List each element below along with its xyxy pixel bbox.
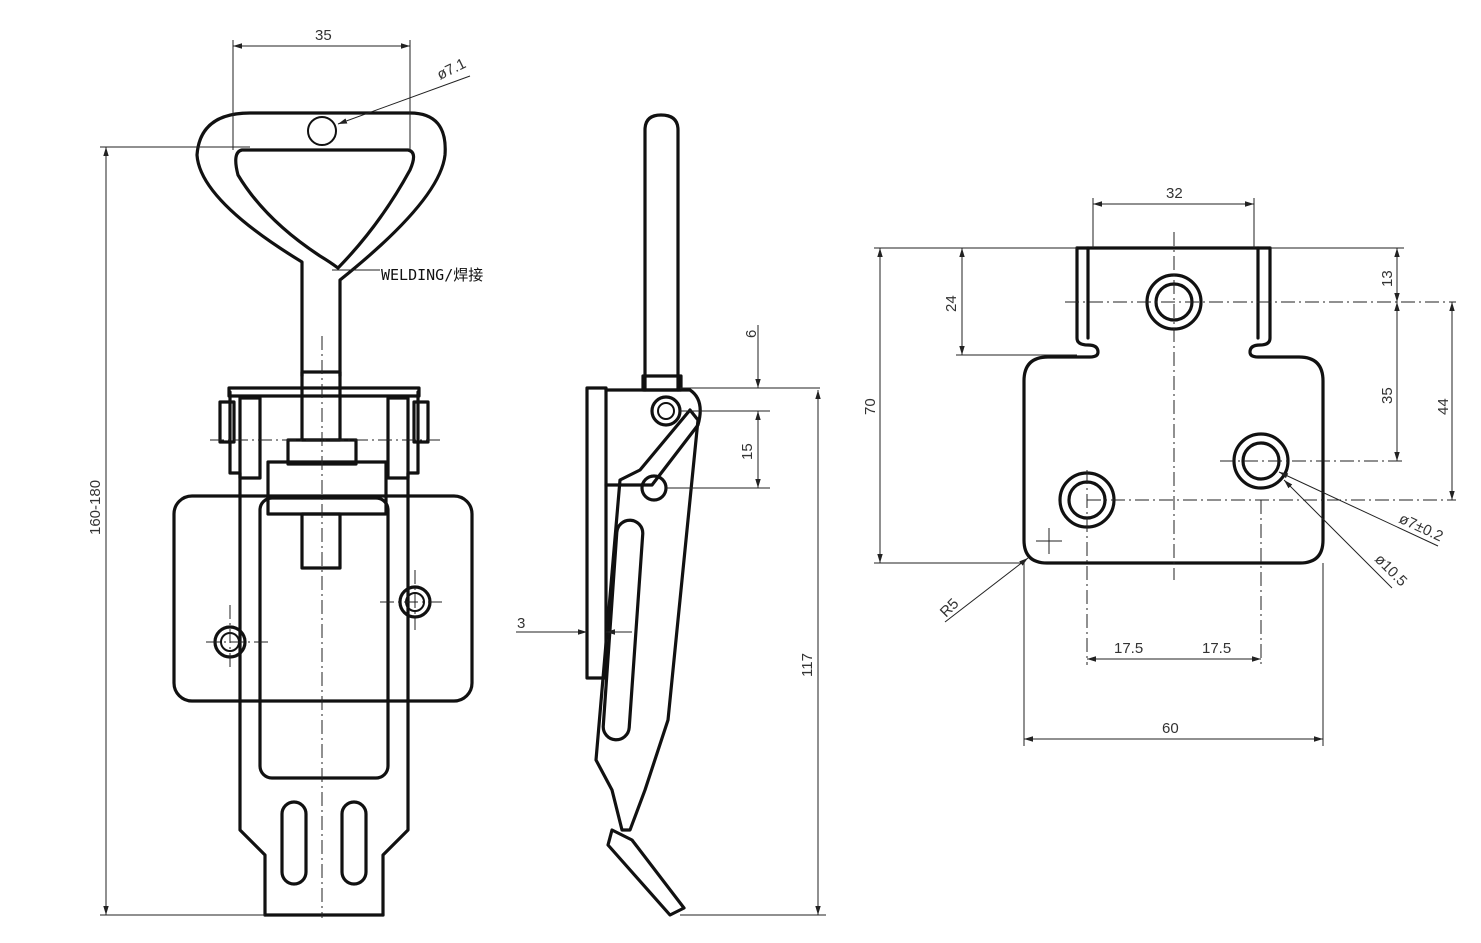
body-right (381, 390, 420, 917)
dim-handle-width: 35 (315, 27, 332, 44)
dim-handle-hole: ø7.1 (434, 55, 468, 83)
dim-hole-leader (337, 75, 471, 125)
dim-top-offset: 6 (743, 330, 760, 338)
side-base-plate (585, 386, 608, 680)
dim-hole-small-leader (1278, 471, 1439, 547)
hook-body (258, 496, 390, 780)
handle-hole (307, 116, 337, 146)
side-pivot-top-inner (657, 402, 675, 420)
keeper-centerline-left (1086, 470, 1456, 665)
inner-plate-right (386, 396, 410, 480)
dim-60-ext (1023, 563, 1324, 746)
dim-hole-from-top: 13 (1379, 270, 1396, 287)
frame-outer (227, 386, 421, 398)
dim-hole-large: ø10.5 (1371, 551, 1410, 590)
base-plate (172, 494, 474, 703)
bolt-end (300, 512, 342, 570)
side-tab-right (412, 400, 430, 444)
dim-keeper-height: 70 (862, 398, 879, 415)
side-hook-tip (606, 828, 686, 917)
dim-slot-depth: 24 (943, 295, 960, 312)
dim-hole-spacing-v: 35 (1379, 387, 1396, 404)
keeper-centerline-right (1220, 460, 1402, 665)
dim-6-ext (680, 387, 820, 412)
dim-total-height-ext (100, 146, 265, 916)
block (266, 460, 388, 516)
dim-hole-height: 44 (1435, 398, 1452, 415)
dim-slot-spacing: 32 (1166, 185, 1183, 202)
side-pivot-bottom (640, 474, 668, 502)
dim-corner-radius: R5 (937, 595, 963, 621)
shaft (300, 370, 342, 442)
dim-32-ext (1092, 198, 1255, 248)
side-tab-left (218, 400, 236, 444)
handle-loop-inner (234, 148, 416, 270)
slot-right (340, 800, 368, 886)
body-left (228, 390, 267, 917)
welding-note: WELDING/焊接 (381, 266, 483, 284)
dim-plate-thickness: 3 (517, 615, 525, 632)
dim-offset-left: 17.5 (1114, 640, 1143, 657)
side-pivot-top (650, 395, 682, 427)
handle-loop (195, 111, 447, 378)
slot-left (280, 800, 308, 886)
dim-keeper-width: 60 (1162, 720, 1179, 737)
dim-total-height: 160-180 (87, 480, 104, 535)
hole-centerline (206, 570, 442, 670)
keeper-tab-inner (1086, 246, 1260, 340)
dim-hole-large-leader (1283, 479, 1393, 589)
dim-35-ext (232, 40, 411, 150)
front-view: 35 ø7.1 160-180 WELDING/焊接 (87, 27, 483, 918)
side-handle (643, 113, 680, 392)
dim-r5-leader (944, 557, 1029, 623)
side-view: 6 15 3 117 (516, 113, 826, 917)
dim-offset-right: 17.5 (1202, 640, 1231, 657)
inner-plate-left (238, 396, 262, 480)
side-shaft-collar (641, 374, 683, 392)
dim-body-height: 117 (799, 653, 816, 677)
corner-mark (1036, 528, 1062, 554)
keeper-view: 32 24 70 13 35 44 ø7±0.2 ø10.5 R5 17.5 1… (862, 185, 1456, 746)
side-lever (594, 408, 700, 832)
dim-70-ext (874, 247, 1077, 564)
dim-pivot-spacing: 15 (739, 443, 756, 460)
side-lever-slot (601, 518, 645, 742)
dim-hole-small: ø7±0.2 (1396, 510, 1445, 545)
